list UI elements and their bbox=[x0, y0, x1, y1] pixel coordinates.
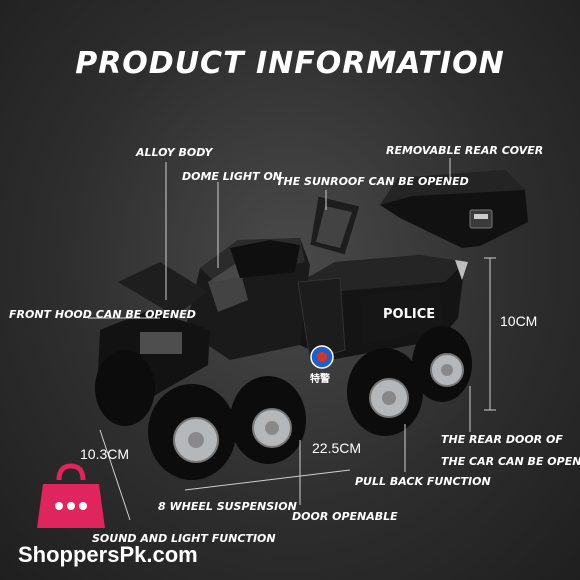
rear-cover-piece bbox=[380, 170, 528, 248]
label-dome-light: DOME LIGHT ON bbox=[182, 170, 282, 183]
wheels bbox=[95, 326, 472, 480]
vehicle-body bbox=[98, 195, 468, 398]
label-sunroof: THE SUNROOF CAN BE OPENED bbox=[276, 175, 469, 188]
label-alloy-body: ALLOY BODY bbox=[136, 146, 213, 159]
label-pull-back: PULL BACK FUNCTION bbox=[355, 475, 491, 488]
dimension-width: 10.3CM bbox=[80, 446, 130, 462]
dimension-height: 10CM bbox=[500, 313, 538, 329]
label-rear-cover: REMOVABLE REAR COVER bbox=[386, 144, 544, 157]
police-text: POLICE bbox=[383, 307, 435, 322]
label-door-openable: DOOR OPENABLE bbox=[292, 510, 398, 523]
label-rear-door-line2: THE CAR CAN BE OPENED bbox=[441, 455, 580, 468]
dimension-length: 22.5CM bbox=[312, 440, 362, 456]
shopping-bag-logo-icon bbox=[37, 463, 105, 528]
chinese-text: 特警 bbox=[310, 372, 330, 385]
label-suspension: 8 WHEEL SUSPENSION bbox=[158, 500, 297, 513]
page-title: PRODUCT INFORMATION bbox=[75, 46, 505, 81]
police-badge bbox=[310, 345, 334, 369]
pointer-lines bbox=[88, 158, 496, 521]
brand-name: ShoppersPk.com bbox=[18, 542, 198, 567]
label-front-hood: FRONT HOOD CAN BE OPENED bbox=[9, 308, 196, 321]
label-rear-door-line1: THE REAR DOOR OF bbox=[441, 433, 563, 446]
label-sound-light: SOUND AND LIGHT FUNCTION bbox=[92, 532, 276, 545]
